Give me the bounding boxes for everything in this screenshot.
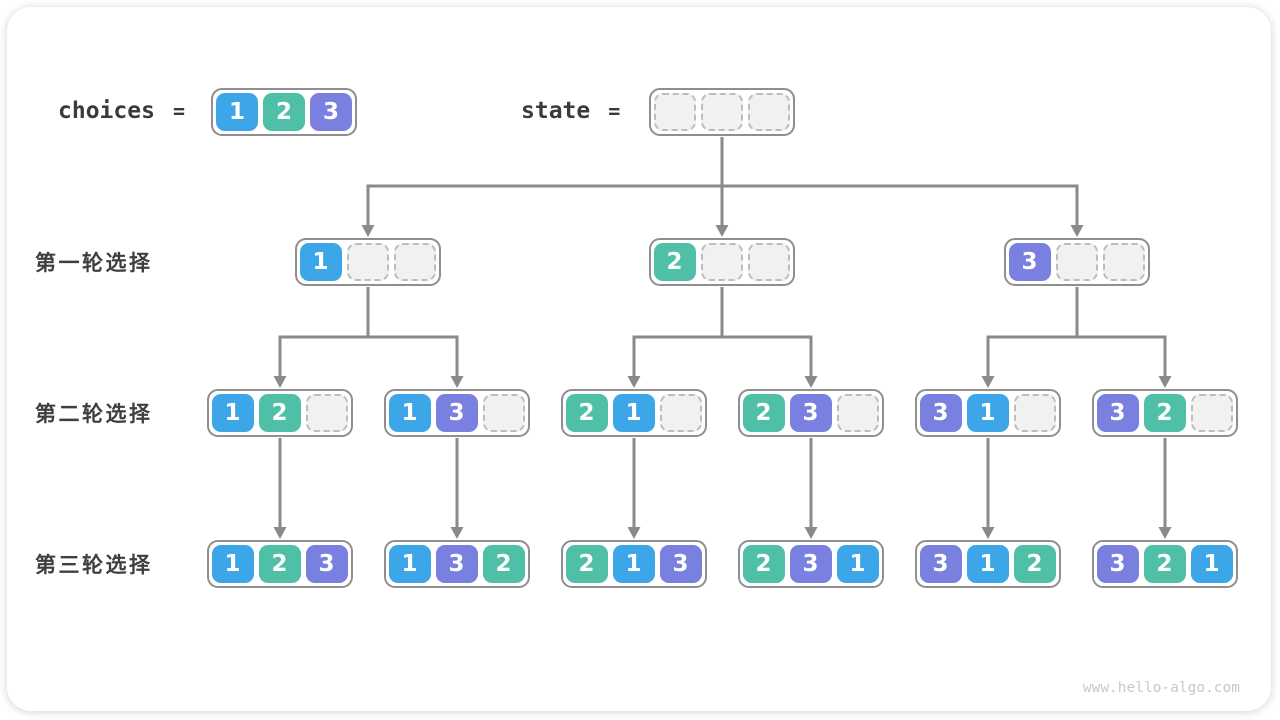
empty-slot [1102, 243, 1145, 281]
value-cell: 3 [789, 394, 832, 432]
state-node-round-1: 3 [1003, 238, 1150, 286]
empty-slot [747, 243, 790, 281]
choices-equals: = [172, 99, 185, 123]
value-cell: 3 [305, 545, 348, 583]
state-node-round-1: 2 [648, 238, 795, 286]
row-label-round-2: 第二轮选择 [35, 402, 153, 426]
state-label: state [521, 98, 591, 124]
empty-slot [393, 243, 436, 281]
value-cell: 1 [216, 93, 258, 131]
value-cell: 2 [565, 394, 608, 432]
value-cell: 2 [1013, 545, 1056, 583]
watermark: www.hello-algo.com [1082, 680, 1240, 696]
value-cell: 1 [612, 394, 655, 432]
empty-slot [701, 93, 743, 131]
empty-slot [700, 243, 743, 281]
row-label-round-1: 第一轮选择 [35, 251, 153, 275]
choices-label: choices [58, 98, 155, 124]
value-cell: 3 [310, 93, 352, 131]
state-equals: = [608, 99, 621, 123]
value-cell: 1 [966, 394, 1009, 432]
value-cell: 1 [299, 243, 342, 281]
empty-slot [836, 394, 879, 432]
value-cell: 3 [789, 545, 832, 583]
value-cell: 2 [482, 545, 525, 583]
state-node-round-1: 1 [294, 238, 441, 286]
value-cell: 2 [263, 93, 305, 131]
value-cell: 3 [659, 545, 702, 583]
state-legend: state = [521, 97, 620, 125]
empty-slot [748, 93, 790, 131]
value-cell: 3 [919, 394, 962, 432]
value-cell: 3 [1008, 243, 1051, 281]
empty-slot [654, 93, 696, 131]
value-cell: 2 [258, 394, 301, 432]
value-cell: 2 [742, 394, 785, 432]
empty-slot [1190, 394, 1233, 432]
value-cell: 1 [1190, 545, 1233, 583]
empty-slot [1055, 243, 1098, 281]
card-background [7, 7, 1271, 711]
value-cell: 1 [966, 545, 1009, 583]
row-label-round-3: 第三轮选择 [35, 553, 153, 577]
value-cell: 3 [435, 545, 478, 583]
choices-legend: choices = [58, 97, 185, 125]
value-cell: 1 [388, 545, 431, 583]
value-cell: 1 [388, 394, 431, 432]
value-cell: 3 [1096, 545, 1139, 583]
value-cell: 1 [211, 394, 254, 432]
state-box [649, 88, 795, 136]
empty-slot [346, 243, 389, 281]
value-cell: 1 [836, 545, 879, 583]
value-cell: 2 [742, 545, 785, 583]
empty-slot [659, 394, 702, 432]
empty-slot [1013, 394, 1056, 432]
value-cell: 2 [653, 243, 696, 281]
empty-slot [305, 394, 348, 432]
value-cell: 3 [435, 394, 478, 432]
value-cell: 2 [565, 545, 608, 583]
value-cell: 3 [919, 545, 962, 583]
value-cell: 1 [211, 545, 254, 583]
value-cell: 2 [258, 545, 301, 583]
value-cell: 2 [1143, 394, 1186, 432]
value-cell: 3 [1096, 394, 1139, 432]
empty-slot [482, 394, 525, 432]
value-cell: 2 [1143, 545, 1186, 583]
value-cell: 1 [612, 545, 655, 583]
